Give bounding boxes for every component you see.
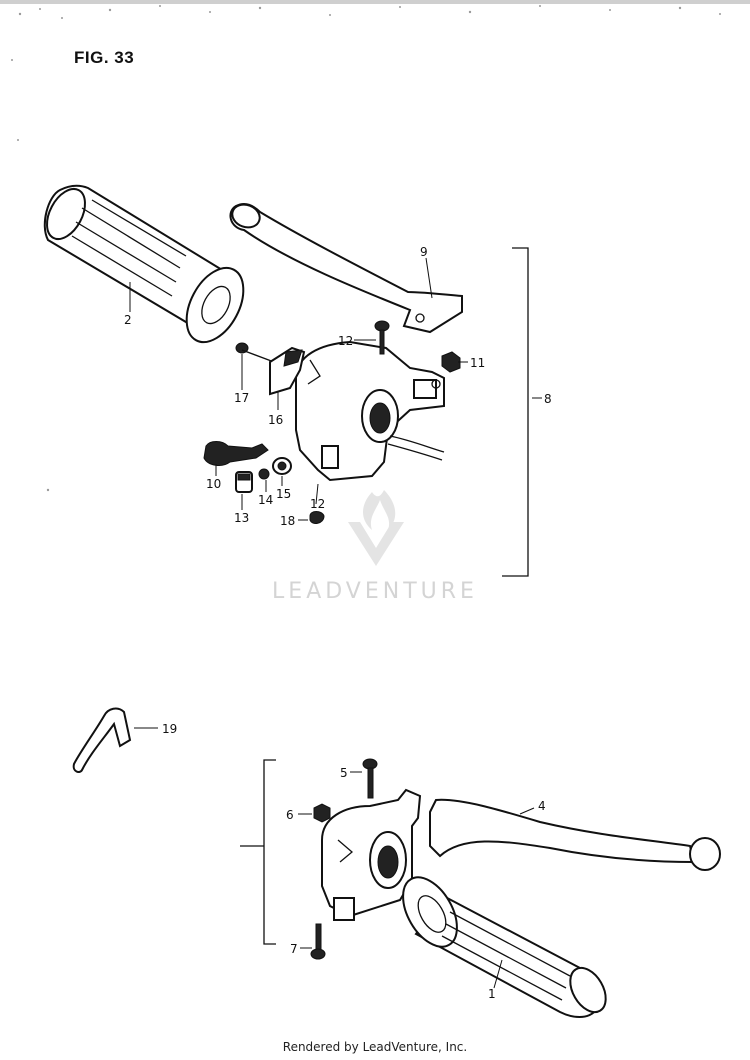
callout-9: 9 [420, 245, 428, 259]
cap-13 [235, 471, 253, 493]
switch-housing-lower [321, 788, 422, 921]
callout-1: 1 [488, 987, 496, 1001]
screw-17 [235, 342, 275, 363]
callout-labels: 2 9 8 11 12 17 16 10 13 14 15 12 18 19 4… [124, 245, 552, 1001]
callout-11: 11 [470, 356, 485, 370]
nut-11 [441, 351, 461, 373]
callout-2: 2 [124, 313, 132, 327]
callout-5: 5 [340, 766, 348, 780]
callout-10: 10 [206, 477, 221, 491]
bracket-lower [263, 759, 276, 945]
clamp-19 [72, 707, 132, 773]
lever-upper [229, 203, 463, 334]
cap-15 [272, 457, 292, 475]
bracket-8 [502, 247, 529, 577]
callout-4: 4 [538, 799, 546, 813]
callout-8: 8 [544, 392, 552, 406]
grip-left [43, 184, 245, 344]
screw-7 [310, 923, 326, 960]
scan-noise [0, 0, 750, 492]
callout-6: 6 [286, 808, 294, 822]
nut-6 [313, 803, 331, 823]
switch-16 [269, 346, 306, 396]
grip-right [402, 876, 607, 1018]
footer-credit: Rendered by LeadVenture, Inc. [282, 1040, 468, 1054]
screw-12-top [374, 320, 390, 355]
callout-12-top: 12 [338, 334, 353, 348]
figure-label: FIG. 33 [74, 48, 135, 67]
callout-18: 18 [280, 514, 295, 528]
clip-18 [309, 511, 325, 524]
lever-lower [429, 798, 721, 871]
callout-7: 7 [290, 942, 298, 956]
callout-16: 16 [268, 413, 283, 427]
switch-10 [203, 441, 269, 466]
callout-19: 19 [162, 722, 177, 736]
screw-5 [362, 758, 378, 799]
callout-14: 14 [258, 493, 273, 507]
callout-13: 13 [234, 511, 249, 525]
watermark-text: LEADVENTURE [272, 579, 478, 604]
spring-14 [258, 468, 270, 480]
callout-12-bottom: 12 [310, 497, 325, 511]
switch-housing-upper [295, 340, 445, 482]
callout-17: 17 [234, 391, 249, 405]
leader-lines [129, 257, 542, 989]
callout-15: 15 [276, 487, 291, 501]
watermark: LEADVENTURE [272, 490, 478, 604]
